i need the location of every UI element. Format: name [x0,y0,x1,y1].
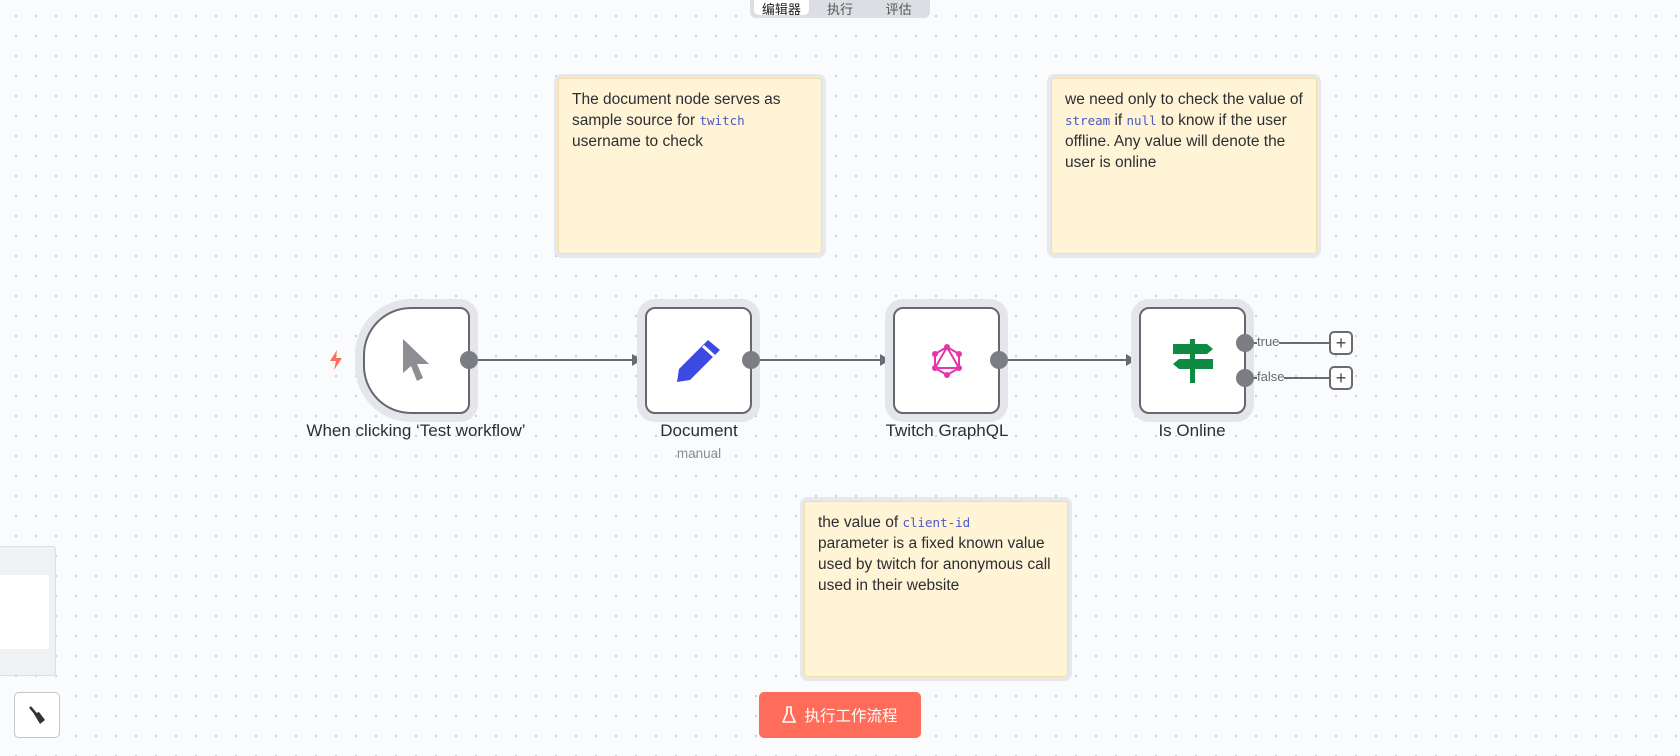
cursor-icon [402,338,429,381]
node-is-online[interactable] [1139,307,1246,414]
signpost-icon [1172,338,1213,383]
output-label-true: true [1257,334,1280,349]
note-code: stream [1065,113,1111,128]
node-label: Twitch GraphQL [885,421,1009,440]
note-text: we need only to check the value of [1065,91,1303,108]
broom-icon [29,706,45,724]
run-workflow-button[interactable]: 执行工作流程 [759,692,921,738]
pencil-icon [676,339,720,382]
flask-icon [782,706,797,723]
arrow-icon [1126,354,1136,366]
node-manual-trigger[interactable] [363,307,470,414]
output-port-true[interactable] [1236,334,1254,352]
connection [1002,359,1136,361]
arrow-icon [880,354,890,366]
note-text: to know if the user offline. Any value w… [1065,112,1287,171]
output-port-false[interactable] [1236,369,1254,387]
tab-executions[interactable]: 执行 [827,2,854,15]
connection-false [1252,377,1330,379]
connection-true [1252,342,1330,344]
node-twitch-graphql[interactable] [893,307,1000,414]
note-text: if [1110,112,1127,129]
add-node-true-button[interactable]: + [1329,331,1353,355]
note-text: username to check [572,133,703,150]
sticky-note-client-id[interactable]: the value of client-id parameter is a fi… [800,497,1072,681]
arrow-icon [632,354,642,366]
sticky-note-stream[interactable]: we need only to check the value of strea… [1047,74,1321,258]
node-label: When clicking ‘Test workflow’ [306,421,526,440]
node-document[interactable] [645,307,752,414]
run-workflow-label: 执行工作流程 [804,708,898,725]
note-text: the value of [818,514,903,531]
clear-button[interactable] [14,692,60,738]
connection [472,359,642,361]
add-node-false-button[interactable]: + [1329,366,1353,390]
tab-evaluation[interactable]: 评估 [885,2,912,15]
note-text: parameter is a fixed known value used by… [818,535,1051,594]
note-code: twitch [699,113,745,128]
tab-editor[interactable]: 编辑器 [754,0,809,15]
output-port[interactable] [742,351,760,369]
panel-content [0,575,49,649]
view-tabs: 编辑器 执行 评估 [750,0,930,18]
node-label: Document [660,421,738,440]
note-code: null [1126,113,1157,128]
sticky-note-document[interactable]: The document node serves as sample sourc… [554,74,826,258]
graphql-icon [931,343,962,378]
connection [754,359,890,361]
lightning-icon [327,349,345,376]
output-port[interactable] [460,351,478,369]
node-subtitle: manual [676,446,722,461]
note-code: client-id [902,515,971,530]
note-text: The document node serves as sample sourc… [572,91,781,129]
output-port[interactable] [990,351,1008,369]
node-label: Is Online [1158,421,1226,440]
side-panel [0,546,56,676]
output-label-false: false [1257,369,1285,384]
